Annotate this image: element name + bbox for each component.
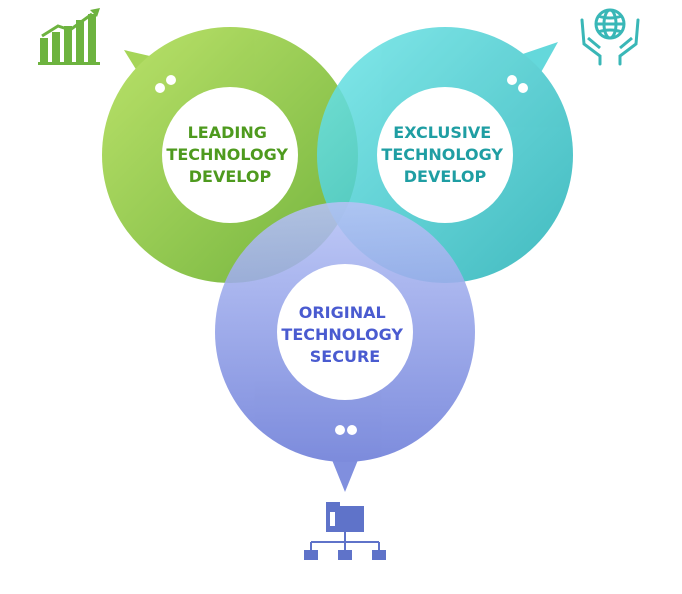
dots-exclusive	[507, 75, 528, 93]
growth-chart-icon	[38, 8, 100, 65]
globe-hands-icon	[580, 8, 640, 66]
folder-hierarchy-icon	[304, 502, 386, 560]
ring-original	[215, 202, 475, 492]
dots-original	[335, 425, 357, 435]
label-exclusive: EXCLUSIVE TECHNOLOGY DEVELOP	[381, 123, 508, 186]
label-original: ORIGINAL TECHNOLOGY SECURE	[281, 303, 408, 366]
label-leading: LEADING TECHNOLOGY DEVELOP	[166, 123, 293, 186]
dots-leading	[155, 75, 176, 93]
